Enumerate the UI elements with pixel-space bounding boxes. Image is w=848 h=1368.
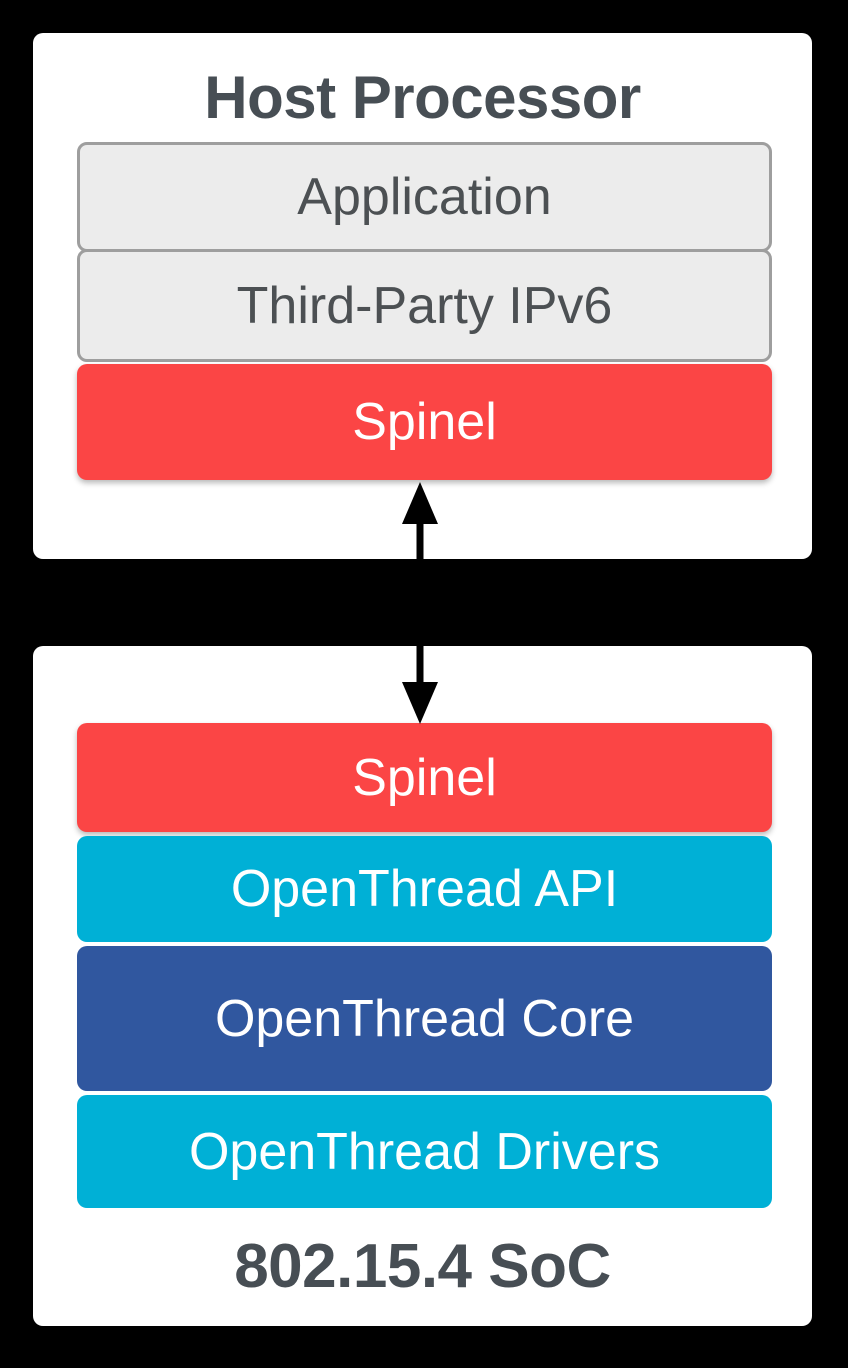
layer-openthread-api: OpenThread API [77, 836, 772, 942]
layer-third-party-ipv6: Third-Party IPv6 [77, 249, 772, 362]
layer-spinel-soc: Spinel [77, 723, 772, 832]
host-processor-card: Host Processor Application Third-Party I… [33, 33, 812, 559]
soc-card-caption: 802.15.4 SoC [234, 1232, 611, 1301]
host-card-title: Host Processor [204, 64, 641, 131]
layer-openthread-drivers: OpenThread Drivers [77, 1095, 772, 1208]
layer-openthread-core: OpenThread Core [77, 946, 772, 1091]
layer-spinel-host: Spinel [77, 364, 772, 480]
soc-card: Spinel OpenThread API OpenThread Core Op… [33, 646, 812, 1326]
layer-application: Application [77, 142, 772, 252]
double-arrow-icon [402, 482, 438, 724]
